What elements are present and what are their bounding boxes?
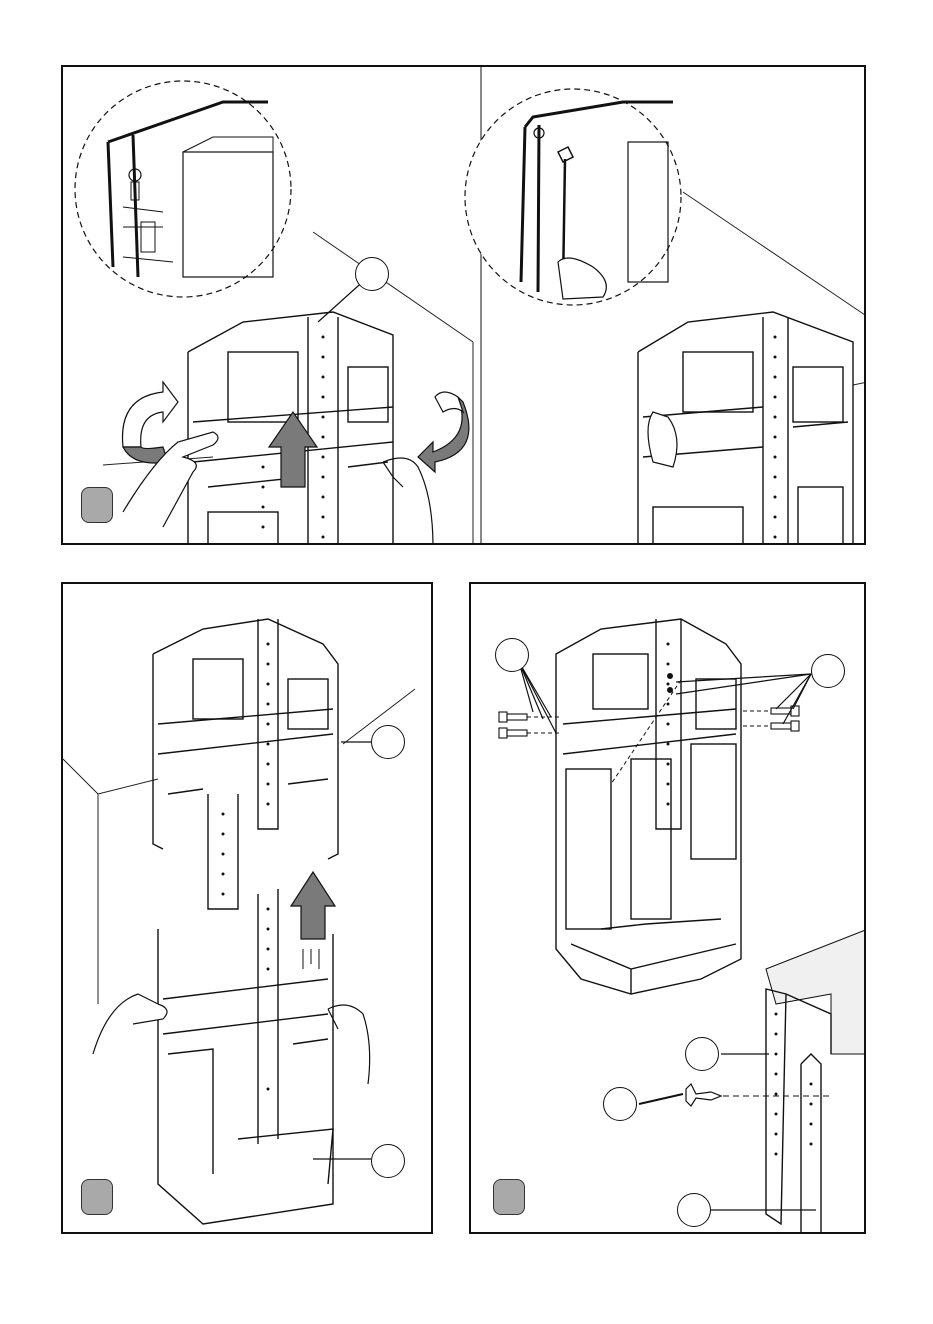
callout-circle (355, 257, 389, 291)
callout-circle (603, 1087, 637, 1121)
callout-circle (495, 638, 529, 672)
chimney-holes (667, 643, 674, 806)
callout-circle (685, 1037, 719, 1071)
upper-chimney-holes (222, 643, 270, 896)
chimney-holes-right (774, 336, 777, 539)
wood-screw-icon (686, 1084, 721, 1106)
up-arrow-icon (291, 872, 335, 939)
detail-magnifier-left (75, 81, 291, 297)
bottom-left-illustration (63, 584, 433, 1234)
hand-right-icon (383, 458, 433, 545)
rotate-arrow-right-icon (418, 392, 469, 472)
step-number-badge (81, 1179, 113, 1215)
hand-right-icon (328, 1005, 370, 1084)
bottom-left-instruction-panel (61, 582, 433, 1234)
step-number-badge (493, 1179, 525, 1215)
bottom-right-instruction-panel (469, 582, 866, 1234)
detail-magnifier-right (465, 89, 681, 305)
bolt-icon (499, 712, 527, 738)
top-instruction-panel (61, 65, 866, 545)
callout-circle (371, 1144, 405, 1178)
callout-circle (677, 1193, 711, 1227)
wall-bracket-detail (766, 989, 831, 1234)
bottom-right-illustration (471, 584, 866, 1234)
top-panel-illustration (63, 67, 866, 545)
callout-circle (811, 654, 845, 688)
callout-circle (371, 725, 405, 759)
bolt-icon (771, 706, 799, 731)
ceiling-wall-lines (63, 689, 415, 1004)
up-arrow-icon (269, 412, 317, 487)
lower-chimney-holes (267, 908, 270, 1091)
wall-shading (766, 929, 866, 1054)
upper-chimney-section (153, 619, 338, 909)
hand-screwdriver-icon (648, 412, 677, 467)
step-number-badge (81, 487, 113, 523)
assembled-chimney (556, 619, 741, 994)
hand-left-icon (93, 994, 167, 1054)
